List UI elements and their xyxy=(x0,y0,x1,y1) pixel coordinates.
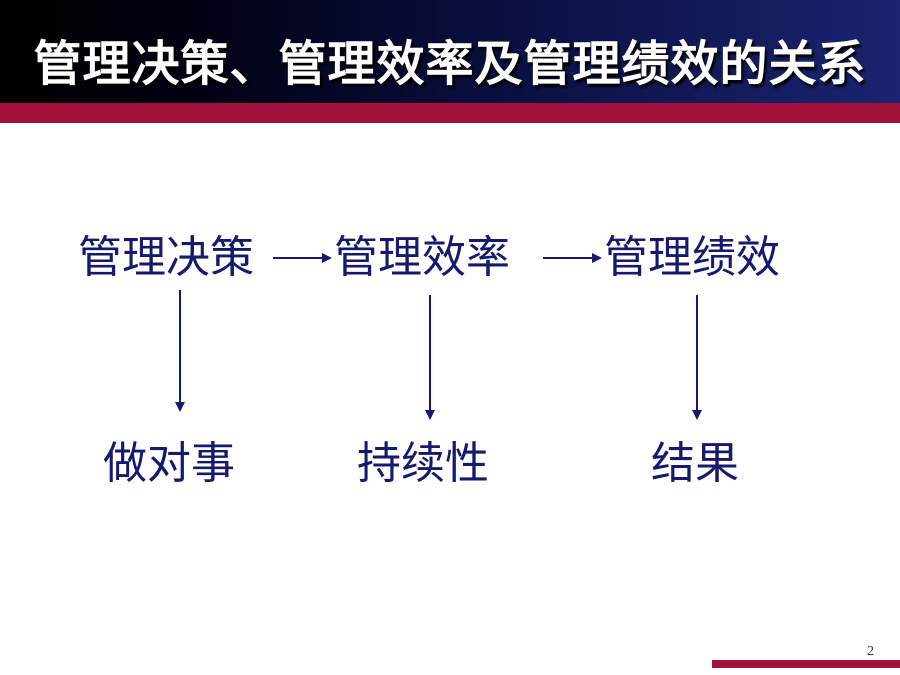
page-number: 2 xyxy=(867,644,874,659)
node-sustainability: 持续性 xyxy=(357,438,489,489)
footer-accent-bar xyxy=(712,660,900,668)
slide-title: 管理决策、管理效率及管理绩效的关系 xyxy=(33,36,867,92)
node-management-performance: 管理绩效 xyxy=(604,232,780,283)
node-do-right-things: 做对事 xyxy=(103,438,235,489)
node-management-decision: 管理决策 xyxy=(78,232,254,283)
node-result: 结果 xyxy=(651,438,739,489)
title-underline-bar xyxy=(0,103,900,123)
node-management-efficiency: 管理效率 xyxy=(334,232,510,283)
title-banner xyxy=(0,0,900,103)
